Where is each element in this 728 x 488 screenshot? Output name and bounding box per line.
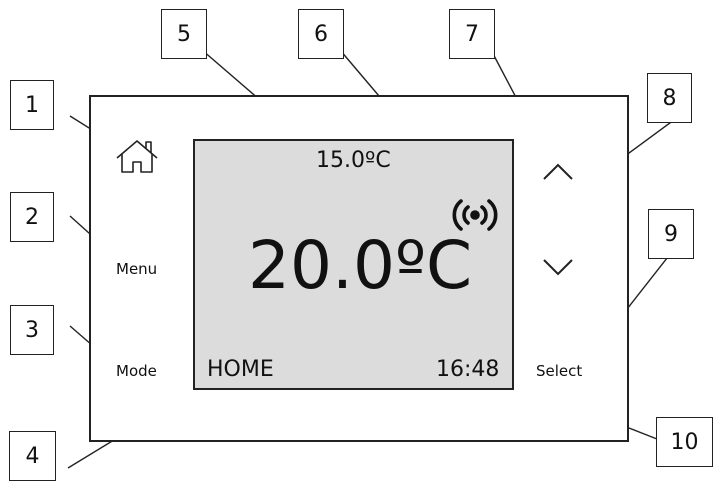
chevron-down-icon[interactable]	[540, 255, 576, 279]
current-temperature: 20.0ºC	[248, 227, 473, 304]
callout-9: 9	[648, 209, 694, 259]
setpoint-temperature: 15.0ºC	[316, 148, 391, 173]
callout-7: 7	[449, 9, 495, 59]
wireless-signal-icon	[452, 199, 498, 231]
select-button[interactable]: Select	[536, 362, 583, 380]
mode-button[interactable]: Mode	[116, 362, 157, 380]
chevron-up-icon[interactable]	[540, 160, 576, 184]
callout-5: 5	[161, 9, 207, 59]
callout-4: 4	[9, 431, 56, 481]
callout-10: 10	[656, 417, 713, 467]
menu-button[interactable]: Menu	[116, 260, 158, 278]
home-icon[interactable]	[113, 138, 161, 176]
callout-8: 8	[647, 73, 692, 123]
callout-6: 6	[298, 9, 344, 59]
callout-2: 2	[10, 192, 54, 242]
lcd-screen	[193, 139, 514, 390]
mode-status: HOME	[207, 357, 274, 382]
clock-time: 16:48	[436, 357, 500, 382]
callout-3: 3	[10, 305, 54, 355]
callout-1: 1	[10, 80, 54, 130]
